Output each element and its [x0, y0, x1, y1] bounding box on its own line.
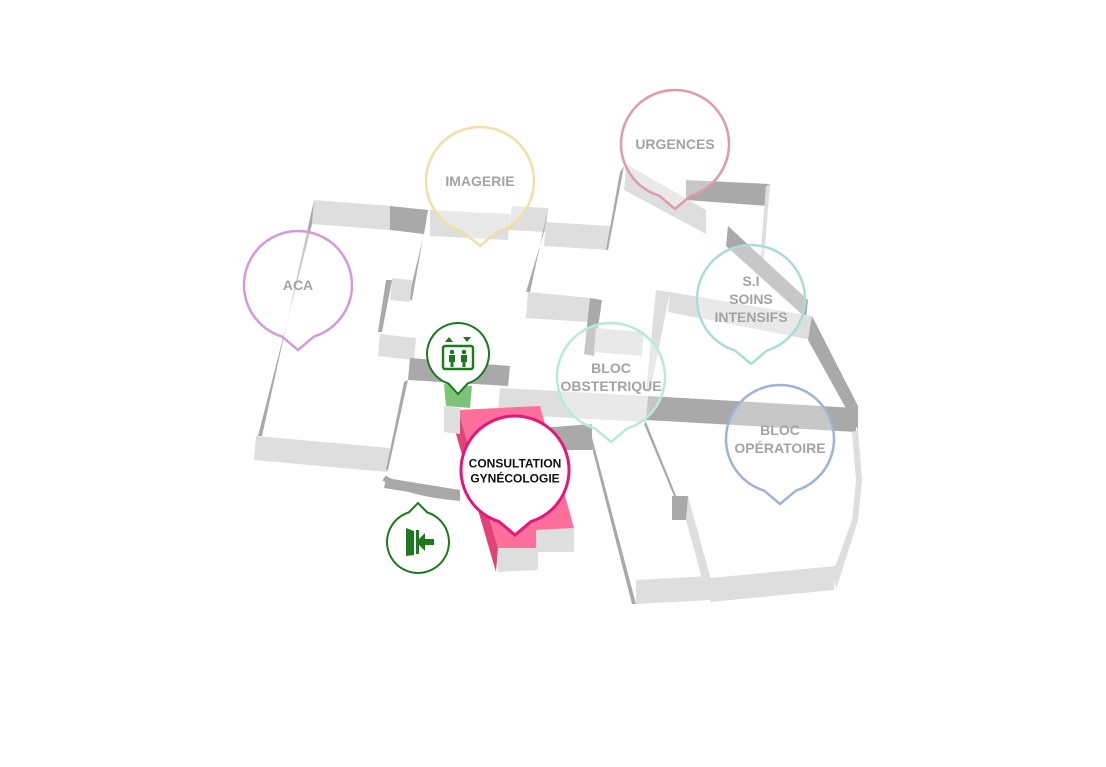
pin-imagerie[interactable]: IMAGERIE — [424, 125, 536, 248]
pin-label: CONSULTATION — [469, 457, 562, 471]
wall-segment — [646, 396, 856, 432]
pin-label: S.I — [742, 273, 759, 289]
wall-segment — [594, 328, 644, 356]
pin-label: ACA — [283, 277, 313, 293]
elevator-icon[interactable] — [426, 322, 490, 396]
pin-urgences[interactable]: URGENCES — [619, 88, 731, 211]
wall-segment — [312, 200, 392, 230]
pin-label: IMAGERIE — [445, 173, 514, 189]
wall-segment — [536, 528, 574, 552]
pin-label: OBSTETRIQUE — [560, 378, 661, 394]
pin-bubble[interactable] — [242, 229, 354, 352]
pin-bubble[interactable] — [695, 243, 807, 366]
pin-bubble[interactable] — [555, 321, 667, 444]
pin-label: URGENCES — [635, 136, 714, 152]
wall-segment — [686, 496, 710, 600]
pin-aca[interactable]: ACA — [242, 229, 354, 352]
wall-segment — [390, 278, 412, 302]
wall-segment — [378, 280, 392, 332]
pin-soins-intensifs[interactable]: S.I SOINS INTENSIFS — [695, 243, 807, 366]
floor-plan-walls — [254, 164, 862, 604]
pin-label: BLOC — [591, 360, 631, 376]
pin-bubble[interactable] — [619, 88, 731, 211]
wall-segment — [672, 496, 688, 520]
wall-segment — [444, 406, 460, 434]
wall-segment — [710, 566, 836, 602]
entrance-icon[interactable] — [386, 501, 450, 574]
wall-segment — [644, 422, 686, 520]
pin-bubble[interactable] — [724, 383, 836, 506]
wall-segment — [606, 166, 624, 250]
elevator-room-floor — [444, 384, 472, 408]
wall-segment — [808, 316, 858, 430]
wall-segment — [386, 380, 408, 470]
pin-label: SOINS — [729, 291, 773, 307]
wall-segment — [588, 430, 636, 604]
wall-segment — [390, 206, 428, 234]
wall-segment — [668, 292, 812, 340]
wall-segment — [544, 222, 610, 250]
wall-segment — [726, 226, 808, 318]
wall-segment — [378, 334, 416, 360]
wall-segment — [760, 184, 770, 260]
wall-segment — [498, 546, 538, 572]
wall-segment — [526, 292, 590, 322]
facility-icons — [386, 322, 490, 574]
pin-bloc-operatoire[interactable]: BLOC OPÉRATOIRE — [724, 383, 836, 506]
wall-segment — [646, 290, 670, 392]
pin-bubble[interactable] — [424, 125, 536, 248]
wall-curve — [382, 475, 461, 501]
pin-label: BLOC — [760, 422, 800, 438]
wall-segment — [508, 206, 548, 232]
pin-label: OPÉRATOIRE — [734, 440, 825, 456]
pin-bubble[interactable] — [459, 414, 571, 537]
wall-segment — [430, 210, 510, 240]
department-pins: ACA IMAGERIE URGENCES S.I SOINS INTENSIFS BLOC… — [242, 88, 836, 537]
pin-bloc-obstetrique[interactable]: BLOC OBSTETRIQUE — [555, 321, 667, 444]
pin-label: INTENSIFS — [714, 309, 787, 325]
wall-segment — [636, 576, 710, 604]
wall-segment — [834, 430, 862, 590]
wall-segment — [254, 436, 390, 472]
pin-label: GYNÉCOLOGIE — [470, 471, 559, 486]
